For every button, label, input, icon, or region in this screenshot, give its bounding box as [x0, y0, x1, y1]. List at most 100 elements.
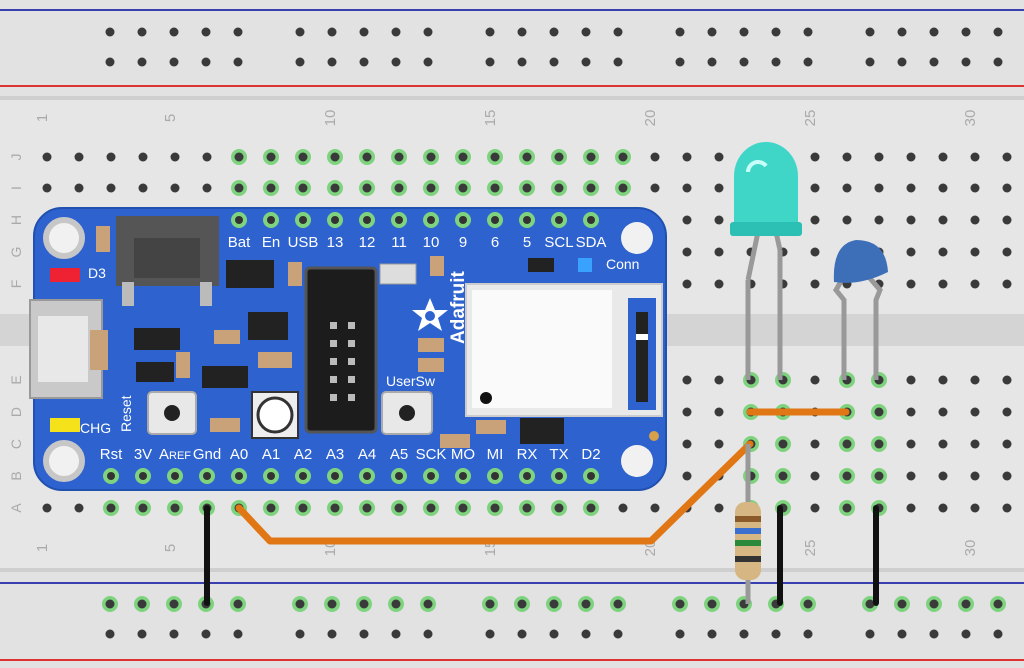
- bottom-pin-label: A4: [357, 446, 377, 463]
- hole: [842, 183, 852, 193]
- bottom-pin-label: SCK: [415, 446, 447, 463]
- hole: [1002, 471, 1012, 481]
- hole: [169, 27, 179, 37]
- hole: [458, 503, 468, 513]
- hole: [554, 503, 564, 513]
- hole: [74, 152, 84, 162]
- hole: [739, 27, 749, 37]
- small-part-7: [176, 352, 190, 378]
- hole: [233, 27, 243, 37]
- hole: [810, 439, 820, 449]
- column-number: 20: [642, 110, 659, 127]
- hole: [169, 629, 179, 639]
- hole: [1002, 247, 1012, 257]
- d3-label: D3: [88, 265, 106, 281]
- hole: [707, 27, 717, 37]
- capacitor: [833, 240, 888, 283]
- hole: [938, 247, 948, 257]
- hole: [586, 152, 596, 162]
- top-pin-label: SDA: [575, 234, 607, 251]
- hole: [327, 629, 337, 639]
- hole: [1002, 279, 1012, 289]
- hole: [874, 183, 884, 193]
- hole: [330, 183, 340, 193]
- hole: [714, 183, 724, 193]
- hole: [549, 27, 559, 37]
- hole: [865, 629, 875, 639]
- hole: [394, 183, 404, 193]
- top-pin-label: 9: [458, 234, 468, 251]
- hole: [842, 503, 852, 513]
- hole: [42, 152, 52, 162]
- hole: [266, 503, 276, 513]
- small-part-13: [210, 418, 240, 432]
- hole: [682, 183, 692, 193]
- hole: [549, 57, 559, 67]
- hole: [1002, 183, 1012, 193]
- hole: [266, 183, 276, 193]
- hole: [42, 183, 52, 193]
- top-pin-label: 12: [358, 234, 376, 251]
- hole: [714, 152, 724, 162]
- hole: [874, 439, 884, 449]
- hole: [874, 152, 884, 162]
- d3-led: [50, 268, 80, 282]
- column-number: 10: [322, 110, 339, 127]
- column-number: 1: [34, 544, 51, 552]
- hole: [938, 215, 948, 225]
- hole: [522, 183, 532, 193]
- hole: [613, 629, 623, 639]
- hole: [714, 247, 724, 257]
- hole: [586, 503, 596, 513]
- hole: [714, 375, 724, 385]
- hole: [778, 439, 788, 449]
- row-letter: I: [8, 186, 24, 190]
- hole: [938, 471, 948, 481]
- hole: [359, 27, 369, 37]
- row-letter: B: [8, 471, 24, 480]
- hole: [707, 57, 717, 67]
- hole: [929, 27, 939, 37]
- hole: [170, 183, 180, 193]
- hole: [906, 183, 916, 193]
- hole: [842, 152, 852, 162]
- hole: [970, 279, 980, 289]
- led-leg-1: [745, 231, 761, 281]
- hole: [993, 629, 1003, 639]
- hole: [327, 57, 337, 67]
- conn-led: [578, 258, 592, 272]
- hole: [906, 247, 916, 257]
- mount-hole-bottom-right: [621, 445, 653, 477]
- chip-3: [134, 328, 180, 350]
- hole: [423, 27, 433, 37]
- hole: [739, 629, 749, 639]
- hole: [865, 57, 875, 67]
- hole: [233, 57, 243, 67]
- hole: [581, 27, 591, 37]
- column-number: 25: [802, 110, 819, 127]
- brand-text: Adafruit: [448, 271, 469, 345]
- hole: [106, 503, 116, 513]
- hole: [266, 152, 276, 162]
- chip-1: [226, 260, 274, 288]
- hole: [233, 599, 243, 609]
- hole: [327, 27, 337, 37]
- hole: [714, 279, 724, 289]
- hole: [865, 27, 875, 37]
- hole: [485, 27, 495, 37]
- hole: [970, 503, 980, 513]
- bottom-pin-label: D2: [581, 446, 601, 463]
- scl-part: [528, 258, 554, 272]
- hole: [391, 599, 401, 609]
- hole: [74, 183, 84, 193]
- top-pin-label: 11: [391, 234, 407, 251]
- hole: [137, 599, 147, 609]
- bottom-pin-label: 3V: [133, 446, 153, 463]
- hole: [137, 629, 147, 639]
- row-letter: C: [8, 439, 24, 449]
- bottom-pin-label: A5: [389, 446, 409, 463]
- top-pin-label: 10: [422, 234, 440, 251]
